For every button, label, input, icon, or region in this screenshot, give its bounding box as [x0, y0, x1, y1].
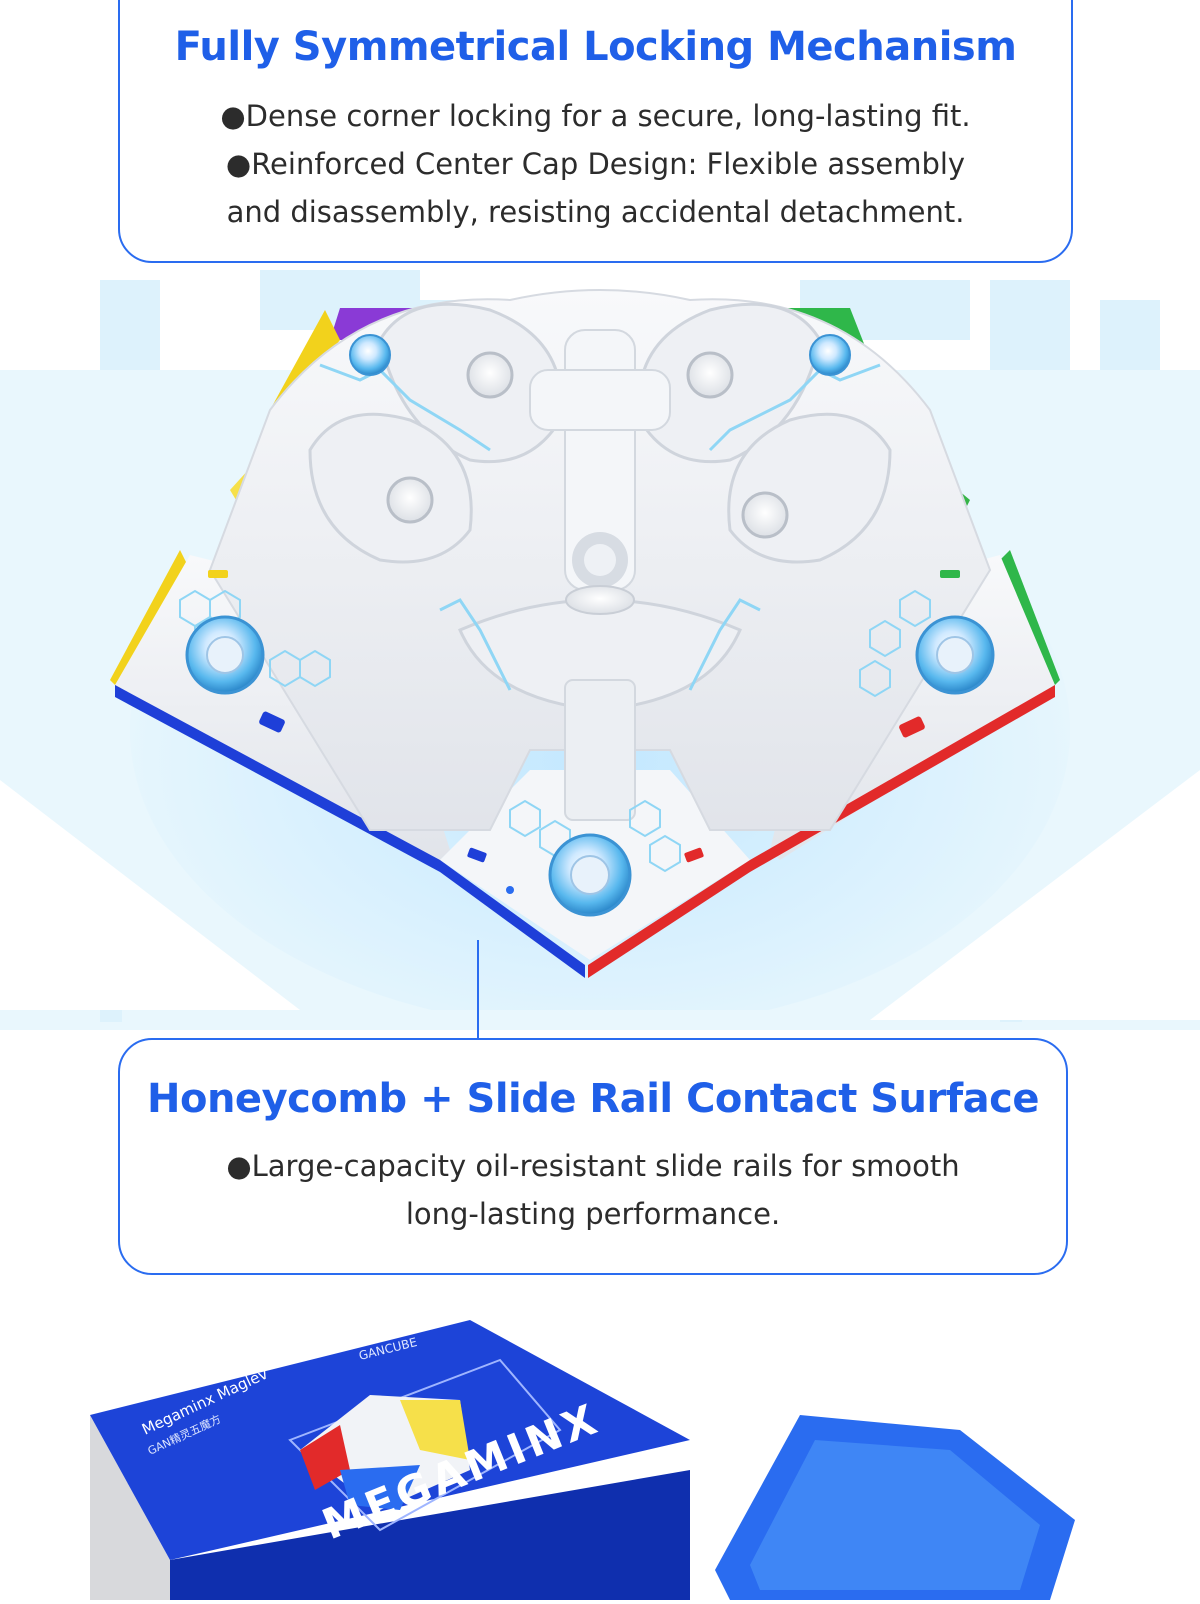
edge-blue-bottom [440, 860, 585, 978]
lock-line [319, 363, 491, 452]
honeycomb-title: Honeycomb + Slide Rail Contact Surface [147, 1076, 1040, 1122]
leader-dot [506, 886, 514, 894]
screw [386, 476, 434, 524]
sticker-yellow-corner [110, 550, 190, 690]
center-stem [564, 679, 636, 821]
honeycomb-right [859, 589, 931, 698]
screw [686, 351, 734, 399]
product-box-section: GANCUBE Megaminx Maglev GAN精灵五魔方 MEGAMIN… [0, 1320, 1200, 1600]
magnet-top-right [809, 334, 851, 376]
honeycomb-callout: Honeycomb + Slide Rail Contact Surface ●… [118, 1038, 1068, 1275]
callout-line: and disassembly, resisting accidental de… [226, 195, 965, 229]
lock-line [688, 598, 761, 691]
magnet-bottom-cap [570, 855, 610, 895]
slot-blue [467, 847, 487, 863]
callout-line: long-lasting performance. [405, 1197, 781, 1231]
box-megaminx-yellow [400, 1400, 470, 1460]
core-cap [565, 585, 635, 615]
box-megaminx-blue [340, 1465, 420, 1510]
locking-mechanism-callout: Fully Symmetrical Locking Mechanism ●Den… [118, 0, 1073, 263]
locking-mechanism-title: Fully Symmetrical Locking Mechanism [174, 24, 1017, 70]
callout-line: ●Reinforced Center Cap Design: Flexible … [225, 147, 966, 181]
lock-line [708, 363, 881, 452]
core-hole-inner [584, 544, 616, 576]
edge-blue-left [115, 685, 440, 872]
magnet-right-cap [936, 636, 974, 674]
callout-leader-line [477, 940, 479, 1040]
slot-red [684, 847, 704, 863]
box-side [90, 1415, 170, 1600]
honeycomb-body: ●Large-capacity oil-resistant slide rail… [120, 1142, 1066, 1238]
box-front-side [170, 1470, 690, 1600]
sticker-yellow-left [270, 310, 340, 410]
callout-line: ●Dense corner locking for a secure, long… [220, 99, 971, 133]
magnet-top-left [349, 334, 391, 376]
megaminx-cutaway-illustration [110, 270, 1090, 1030]
honeycomb-bottom [509, 799, 681, 873]
locking-mechanism-body: ●Dense corner locking for a secure, long… [120, 92, 1071, 236]
slot-red [899, 716, 925, 738]
slot-green [940, 570, 960, 578]
edge-red-bottom [588, 860, 750, 978]
case-lid-inner [750, 1440, 1040, 1590]
background-pixel [1100, 300, 1160, 370]
lock-line [439, 598, 512, 691]
screw [741, 491, 789, 539]
box-megaminx-red [300, 1425, 350, 1490]
screw [466, 351, 514, 399]
background-pixel [100, 280, 160, 370]
slot-blue [259, 711, 285, 733]
background-pixel [990, 280, 1070, 370]
magnet-left-cap [206, 636, 244, 674]
callout-line: ●Large-capacity oil-resistant slide rail… [226, 1149, 960, 1183]
slot-yellow [208, 570, 228, 578]
center-post-horizontal [529, 369, 671, 431]
